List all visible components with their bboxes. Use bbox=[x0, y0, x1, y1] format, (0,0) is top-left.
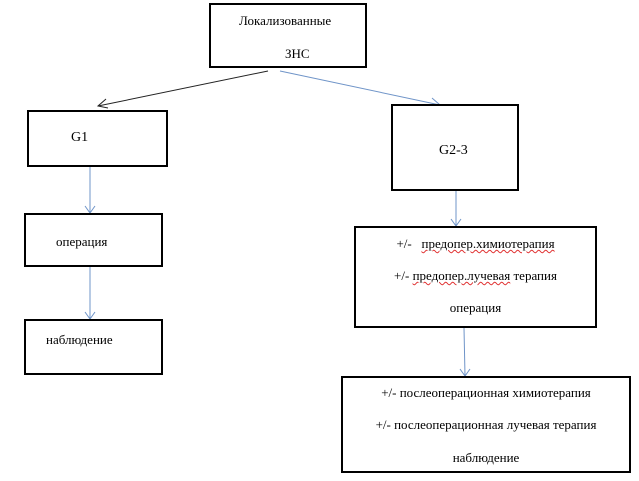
preop-radio-line: +/- предопер.лучевая терапия bbox=[356, 268, 595, 284]
prefix: +/- bbox=[396, 236, 412, 251]
g1-label: G1 bbox=[71, 130, 89, 145]
therapy-text: терапия bbox=[513, 268, 557, 283]
prefix: +/- bbox=[394, 268, 410, 283]
postop-observation-line: наблюдение bbox=[452, 450, 520, 465]
arrow-g23-to-preop bbox=[450, 191, 462, 227]
g23-preop-box: +/- предопер.химиотерапия +/- предопер.л… bbox=[354, 226, 597, 328]
preop-chemo-text: предопер.химиотерапия bbox=[421, 236, 555, 251]
g1-operation-label: операция bbox=[56, 234, 108, 249]
preop-radio-text: предопер.лучевая bbox=[412, 268, 511, 283]
arrow-root-to-g1 bbox=[96, 70, 269, 109]
root-line1: Локализованные bbox=[239, 13, 332, 28]
root-box: Локализованные ЗНС bbox=[209, 3, 367, 68]
g23-postop-box: +/- послеоперационная химиотерапия +/- п… bbox=[341, 376, 631, 473]
arrow-root-to-g23 bbox=[279, 70, 442, 108]
g23-label: G2-3 bbox=[439, 143, 468, 158]
preop-operation-line: операция bbox=[449, 300, 502, 315]
arrow-operation-to-observation bbox=[84, 267, 96, 320]
root-line2: ЗНС bbox=[285, 46, 310, 61]
arrow-g1-to-operation bbox=[84, 167, 96, 214]
g23-box: G2-3 bbox=[391, 104, 519, 191]
g1-observation-label: наблюдение bbox=[46, 332, 113, 347]
preop-chemo-line: +/- предопер.химиотерапия bbox=[356, 236, 595, 252]
postop-chemo-line: +/- послеоперационная химиотерапия bbox=[381, 385, 591, 400]
g1-observation-box: наблюдение bbox=[24, 319, 163, 375]
arrow-preop-to-postop bbox=[459, 327, 471, 377]
g1-box: G1 bbox=[27, 110, 168, 167]
g1-operation-box: операция bbox=[24, 213, 163, 267]
postop-radio-line: +/- послеоперационная лучевая терапия bbox=[375, 417, 597, 432]
